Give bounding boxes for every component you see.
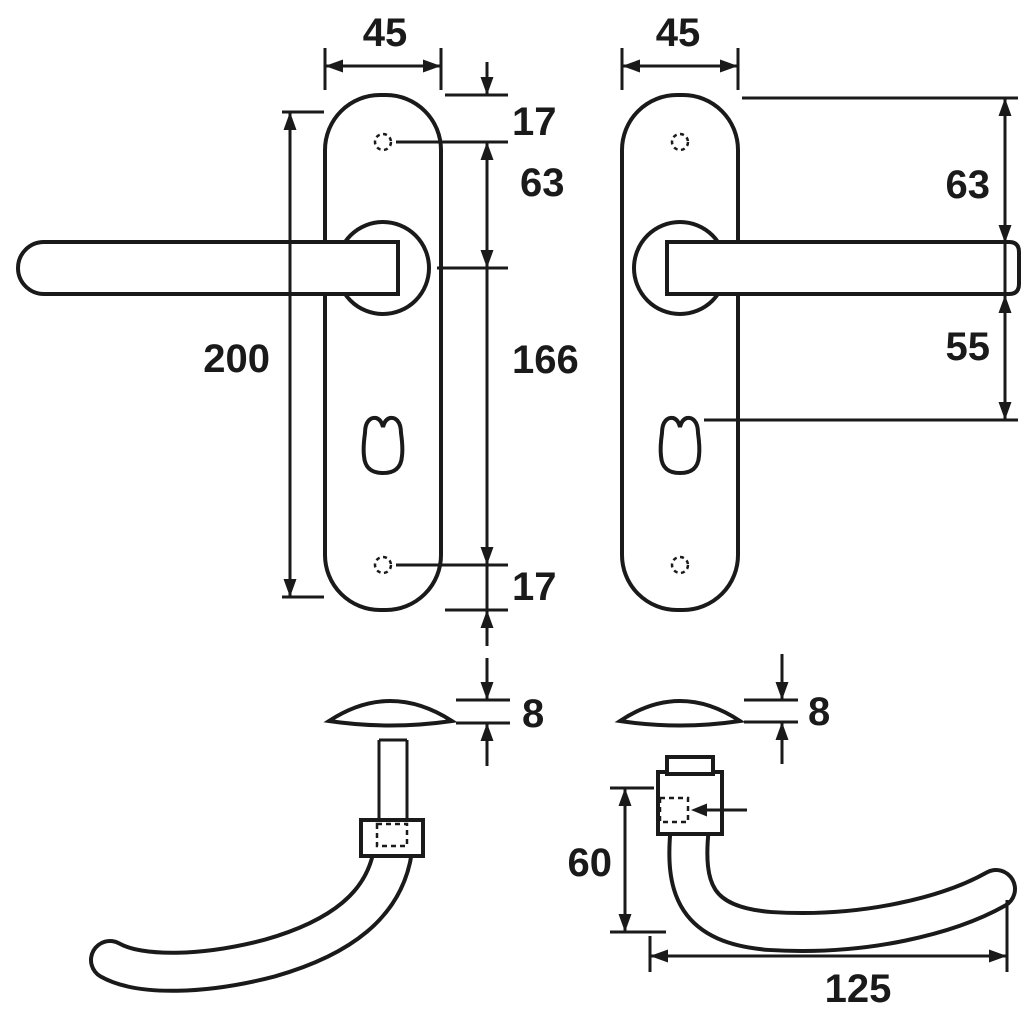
- screw-hole-bottom-right: [670, 555, 690, 575]
- keyhole-left: [361, 415, 405, 476]
- grip-right-fill: [671, 809, 1013, 949]
- backplate-left: [323, 93, 443, 612]
- dim-rose-thickness-right-value: 8: [808, 690, 830, 734]
- hub-neck-right: [665, 755, 715, 776]
- spindle-pointer-arrow-icon: [691, 803, 707, 817]
- spindle-left: [377, 738, 409, 820]
- spindle-hole-left: [375, 822, 409, 848]
- dim-rose-thickness-left-value: 8: [522, 692, 544, 736]
- dim-chain-right: 63 55: [704, 96, 1018, 422]
- hub-left: [359, 818, 425, 858]
- rose-side-right: [614, 699, 746, 728]
- hub-right: [656, 770, 724, 836]
- dim-handle-side-height-value: 60: [568, 841, 613, 885]
- dim-plate-width-left-value: 45: [363, 11, 408, 55]
- dimension-annotations: 45 45 17 63 166 17: [203, 11, 1018, 1011]
- dim-rose-thickness-right: 8: [744, 654, 830, 764]
- side-view-right-handle: [614, 699, 1017, 953]
- screw-hole-top-left: [373, 132, 393, 152]
- keyhole-right: [658, 415, 702, 476]
- dim-top-hole-offset-value: 17: [512, 100, 557, 144]
- lever-right: [665, 240, 1021, 296]
- dim-hole-spacing-value: 166: [512, 338, 579, 382]
- dim-handle-side-height: 60: [568, 786, 666, 934]
- dim-plate-height: 200: [203, 110, 324, 599]
- spindle-hole-right: [658, 796, 690, 824]
- dim-handle-to-keyhole-value: 55: [946, 325, 991, 369]
- dim-plate-top-to-handle-right-value: 63: [946, 163, 991, 207]
- dim-bottom-hole-offset-value: 17: [512, 565, 557, 609]
- dim-plate-width-right-value: 45: [656, 11, 701, 55]
- dim-handle-length: 125: [648, 900, 1009, 1011]
- backplate-right: [620, 93, 740, 612]
- rose-side-left: [323, 699, 458, 728]
- dim-plate-width-left: 45: [323, 11, 443, 90]
- grip-left-fill: [93, 833, 410, 989]
- dim-plate-height-value: 200: [203, 337, 270, 381]
- screw-hole-bottom-left: [373, 555, 393, 575]
- dim-top-hole-to-handle-value: 63: [520, 161, 565, 205]
- screw-hole-top-right: [670, 132, 690, 152]
- dim-chain-center: 17 63 166 17: [396, 62, 579, 646]
- dim-rose-thickness-left: 8: [456, 658, 544, 766]
- dim-plate-width-right: 45: [620, 11, 740, 90]
- lever-left: [16, 240, 400, 296]
- dim-handle-length-value: 125: [825, 967, 892, 1011]
- front-view-right-plate: [620, 93, 1021, 612]
- front-view-left-plate: [16, 93, 443, 612]
- spindle-pointer: [691, 803, 747, 817]
- side-view-left-handle: [89, 699, 458, 993]
